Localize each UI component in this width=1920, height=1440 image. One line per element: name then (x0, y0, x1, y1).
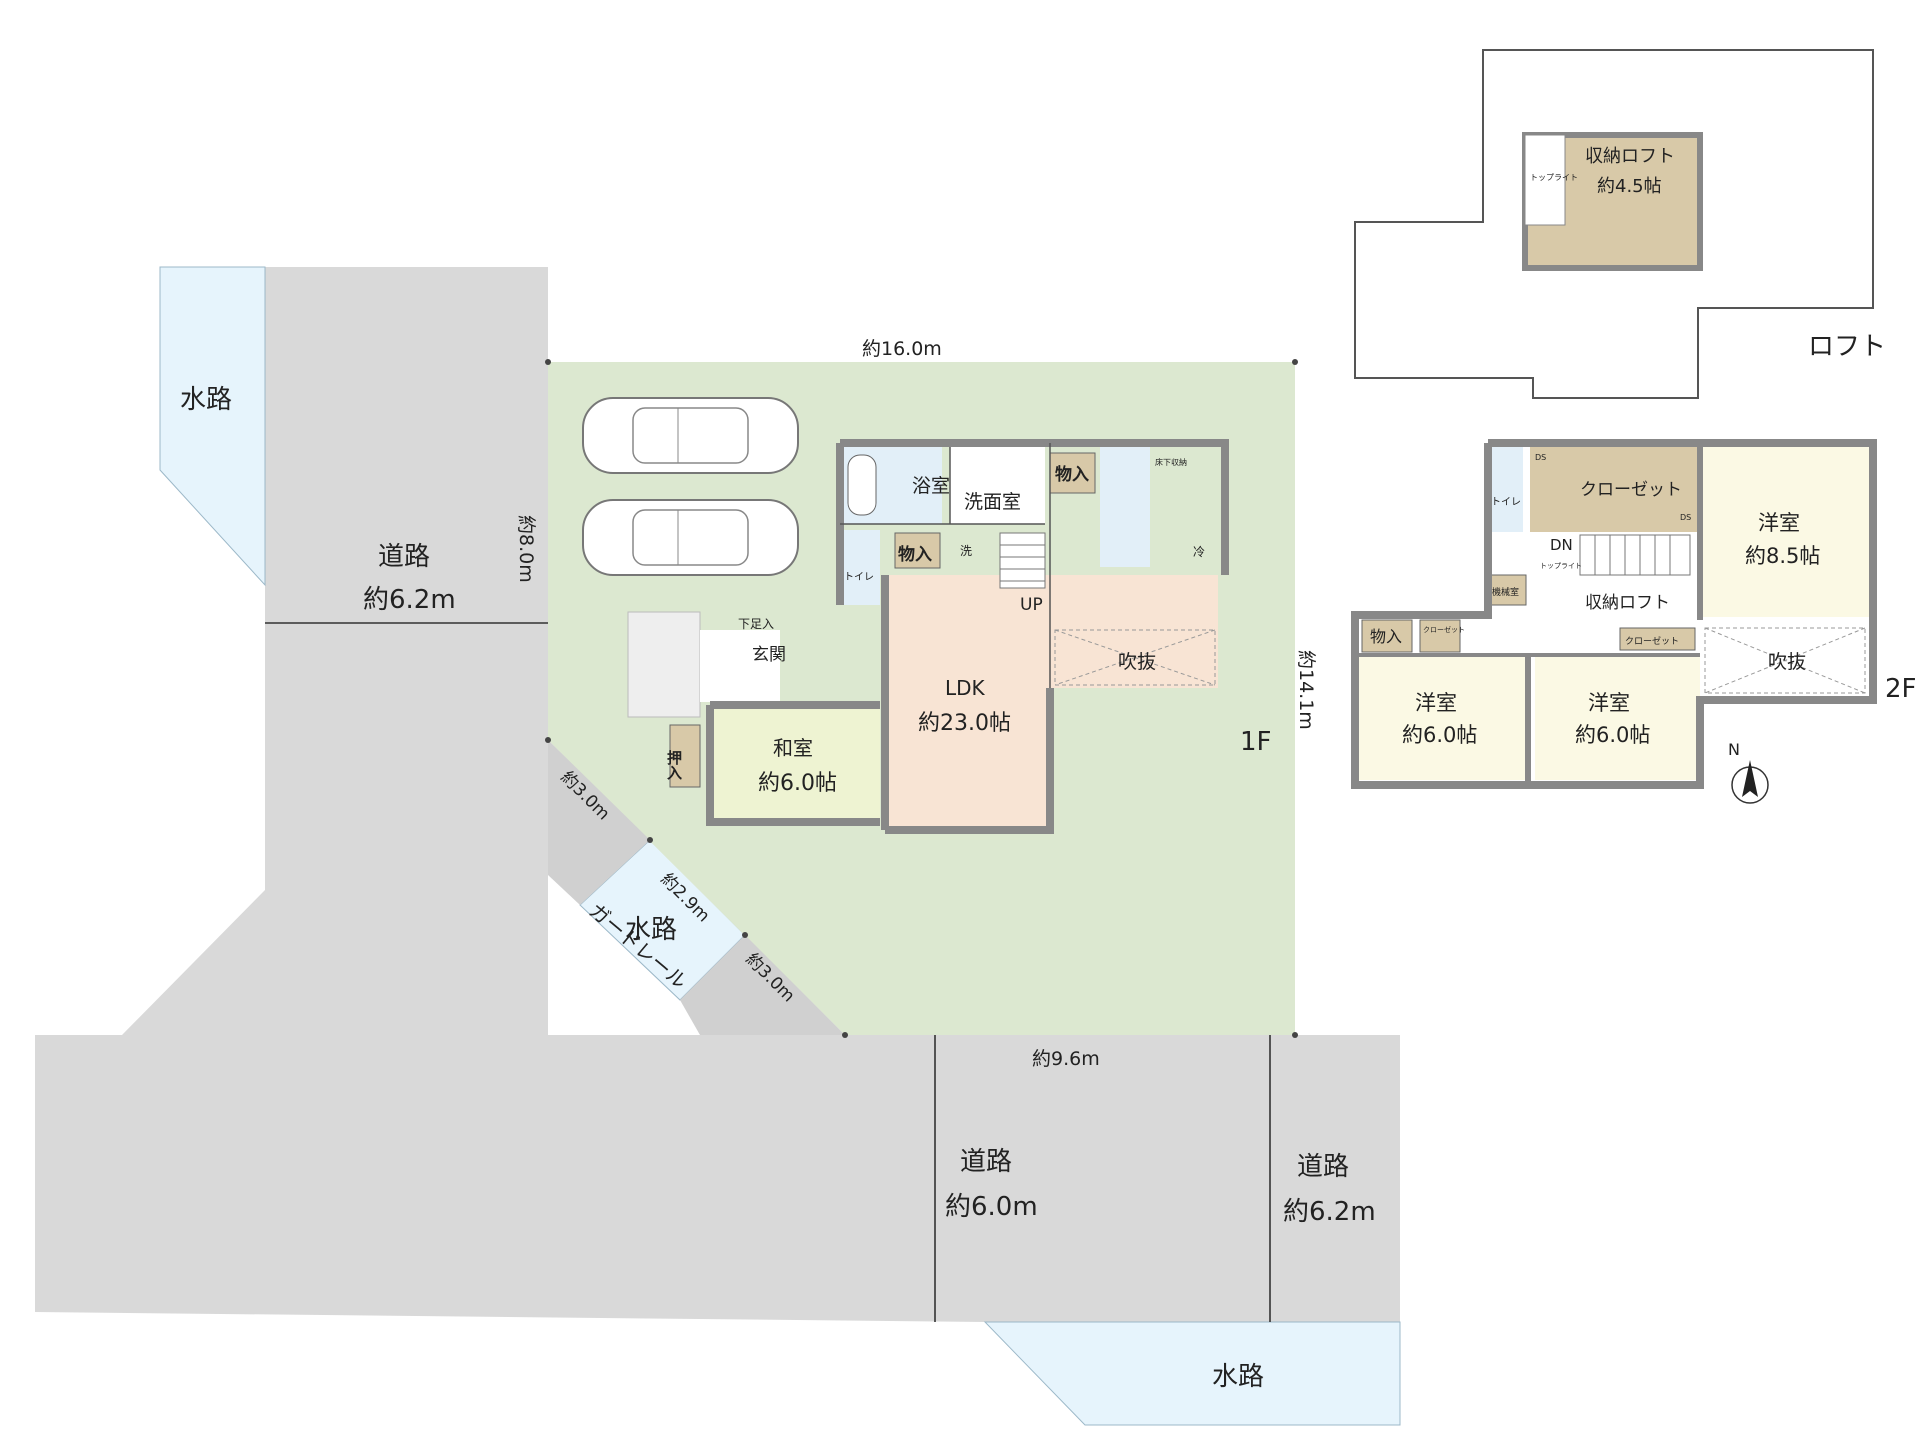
washitsu-floor (710, 705, 880, 822)
floor-1f-label: 1F (1240, 727, 1272, 757)
2f-toplight-label: トップライト (1540, 562, 1582, 570)
entrance-tiles (627, 611, 701, 718)
storage-top-label: 物入 (1055, 464, 1089, 485)
void-1f (1054, 629, 1216, 686)
2f-room-a-size-label: 約6.0帖 (1402, 723, 1477, 747)
toilet-label: トイレ (844, 572, 874, 583)
washer-label: 洗 (960, 544, 972, 558)
fridge-label: 冷 (1193, 545, 1205, 559)
2f-closet-label: クローゼット (1580, 480, 1682, 500)
ldk-label: LDK (945, 676, 986, 700)
floor-loft-label: ロフト (1808, 332, 1886, 362)
waterway-diagonal-label: 水路 (625, 915, 677, 945)
ldk-size-label: 約23.0帖 (918, 711, 1011, 736)
road-bottom-width: 約6.0m (945, 1192, 1038, 1222)
road-right-width: 約6.2m (1283, 1197, 1376, 1227)
up-label: UP (1020, 595, 1043, 615)
2f-master-label: 洋室 (1758, 511, 1800, 535)
road-left-label: 道路 (378, 542, 430, 572)
2f-room-a-label: 洋室 (1415, 691, 1457, 715)
bathtub-icon (847, 454, 877, 516)
washroom-label: 洗面室 (964, 491, 1021, 513)
shoe-label: 下足入 (738, 617, 774, 631)
entrance-label: 玄関 (752, 645, 786, 665)
washitsu-label: 和室 (773, 736, 813, 760)
2f-toilet-label: トイレ (1491, 497, 1521, 508)
dim-lot-left: 約8.0m (515, 515, 537, 583)
road-left-width: 約6.2m (363, 585, 456, 615)
ldk-floor (885, 575, 1218, 830)
car-icon (582, 397, 799, 474)
car-icon (582, 499, 799, 576)
underfloor-label: 床下収納 (1155, 457, 1187, 467)
2f-room-b-label: 洋室 (1588, 691, 1630, 715)
washitsu-size-label: 約6.0帖 (758, 771, 837, 796)
oshiire (669, 724, 701, 788)
loft-toplight-label: トップライト (1530, 173, 1578, 182)
north-label: N (1728, 740, 1740, 759)
2f-void-label: 吹抜 (1768, 651, 1806, 673)
oshiire-label: 押入 (665, 749, 683, 780)
2f-small-closet-b-label: クローゼット (1625, 635, 1679, 647)
road-right-label: 道路 (1297, 1152, 1349, 1182)
waterway-top-left-label: 水路 (180, 385, 232, 415)
storage-top (1049, 452, 1096, 494)
dim-lot-top: 約16.0m (862, 338, 942, 360)
bath-label: 浴室 (912, 475, 950, 497)
2f-ds1-label: DS (1535, 453, 1546, 462)
corner-strip-2 (680, 935, 845, 1035)
stairs-up (999, 532, 1046, 589)
storage-mid (894, 532, 941, 569)
storage-mid-label: 物入 (898, 544, 932, 565)
north-compass-icon (1731, 760, 1769, 804)
toilet-floor (840, 530, 880, 605)
first-floor (627, 439, 1229, 834)
road-bottom (35, 1035, 1400, 1322)
2f-storage-label: 物入 (1370, 627, 1402, 646)
floor-2f-label: 2F (1885, 674, 1917, 704)
waterway-top-left (159, 266, 266, 587)
dim-lot-bottom: 約9.6m (1032, 1048, 1100, 1070)
waterway-bottom (983, 1321, 1401, 1426)
loft-size-label: 約4.5帖 (1597, 176, 1662, 197)
2f-small-closet-a-label: クローゼット (1423, 625, 1465, 634)
road-bottom-label: 道路 (960, 1147, 1012, 1177)
wash-floor (950, 447, 1045, 524)
kitchen-counter (1100, 447, 1150, 567)
dim-lot-right: 約14.1m (1295, 650, 1317, 730)
second-floor (1351, 439, 1877, 789)
loft-room-label: 収納ロフト (1585, 146, 1675, 167)
2f-master-size-label: 約8.5帖 (1745, 544, 1820, 568)
entrance-hall (700, 630, 780, 702)
corner-strip (548, 740, 650, 905)
2f-loft-storage-label: 収納ロフト (1585, 593, 1670, 613)
2f-ds2-label: DS (1680, 513, 1691, 522)
void-1f-label: 吹抜 (1118, 651, 1156, 673)
waterway-bottom-label: 水路 (1212, 1362, 1264, 1392)
loft-floor (1354, 49, 1874, 399)
2f-machine-label: 機械室 (1492, 586, 1519, 598)
2f-dn-label: DN (1550, 536, 1573, 554)
2f-room-b-size-label: 約6.0帖 (1575, 723, 1650, 747)
road-left (35, 267, 548, 1040)
